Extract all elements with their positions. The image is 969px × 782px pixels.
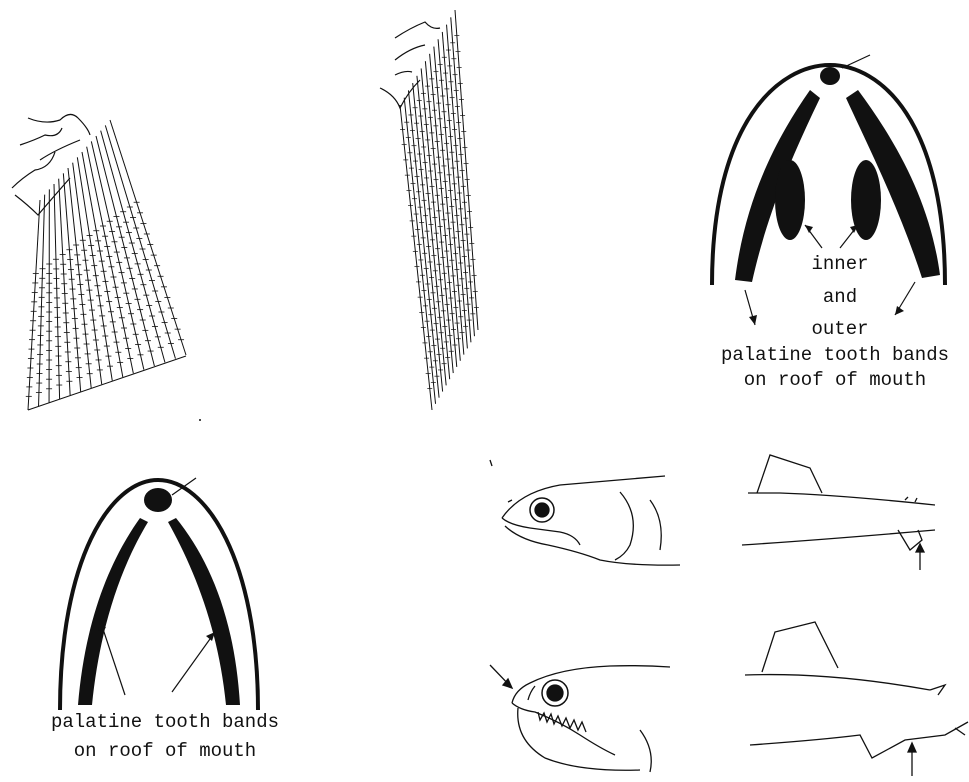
fish-head-drawing-upper [490,460,680,565]
fin-ray [400,105,432,410]
fin-ray [101,131,165,363]
fin-ray [82,152,123,377]
fin-ray [54,184,60,399]
fish-head-drawing-lower [490,665,670,772]
label-outer: outer [790,320,890,339]
label-palatine-bottom-line1: palatine tooth bands [15,713,315,732]
fin-ray [404,98,435,404]
label-and: and [800,288,880,307]
fish-body-drawing-lower [745,622,968,776]
label-inner: inner [800,255,880,274]
fin-ray [28,200,40,410]
fin-ray [91,141,144,369]
label-palatine-bottom-line2: on roof of mouth [15,742,315,761]
fin-ray [77,157,112,380]
fin-ray [408,90,439,397]
fin-ray [39,195,45,407]
fish-body-drawing-upper [742,455,935,570]
fin-ray [59,179,70,396]
label-palatine-top-line2: on roof of mouth [700,371,969,390]
palate-diagram-single [60,478,258,710]
palate-diagram-inner-outer [712,55,945,325]
stray-dot [199,419,201,421]
label-palatine-top-line1: palatine tooth bands [700,346,969,365]
fin-ray [413,83,443,391]
fin-ray [417,76,446,386]
fin-edge [28,356,186,410]
fin-ray-lines-middle [400,10,478,410]
